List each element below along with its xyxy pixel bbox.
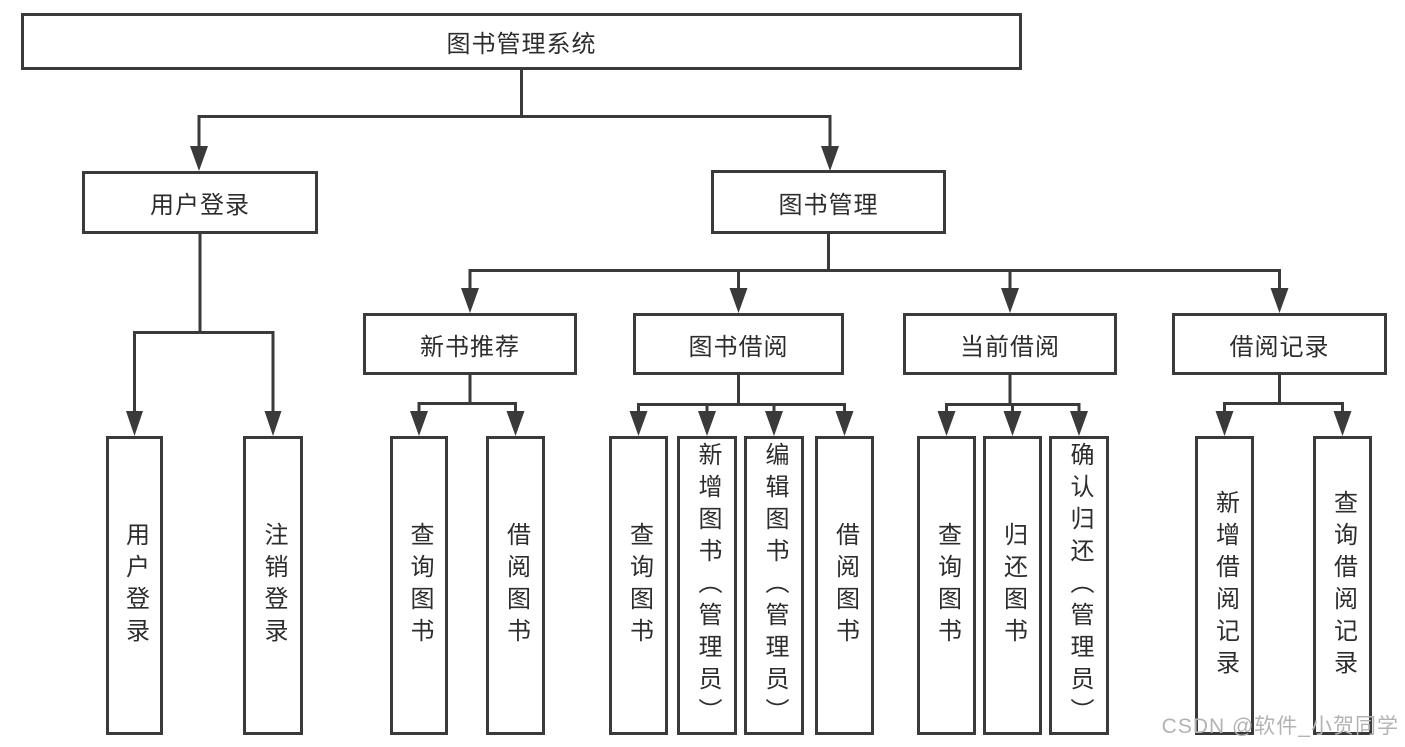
- connector-current-to-leaves: [945, 375, 1081, 412]
- leaf-user-login-label: 用户登录: [121, 521, 149, 650]
- arrowhead-down: [835, 411, 854, 436]
- connector-new-books-to-leaves: [417, 375, 517, 412]
- arrowhead-down: [264, 411, 282, 436]
- leaf-newbooks-query: 查询图书: [390, 436, 448, 735]
- leaf-logout-label: 注销登录: [260, 521, 287, 650]
- leaf-borrowing-edit-admin-label: 编辑图书（管理员）: [761, 441, 788, 730]
- leaf-borrowing-borrow-label: 借阅图书: [831, 521, 859, 650]
- leaf-borrowing-query-label: 查询图书: [625, 521, 653, 650]
- arrowhead-down: [1003, 411, 1022, 436]
- leaf-borrowing-query: 查询图书: [609, 436, 668, 735]
- node-user-login-branch-label: 用户登录: [150, 192, 250, 219]
- leaf-newbooks-query-label: 查询图书: [406, 521, 433, 650]
- leaf-current-query-label: 查询图书: [933, 521, 961, 650]
- connector-user-login-to-leaves: [133, 234, 275, 412]
- node-book-mgmt-branch-label: 图书管理: [778, 191, 879, 219]
- arrowhead-down: [1070, 411, 1088, 436]
- connector-book-mgmt-to-sections: [468, 234, 1281, 289]
- arrowhead-down: [126, 411, 143, 436]
- node-new-books-section-label: 新书推荐: [420, 333, 520, 361]
- leaf-current-return: 归还图书: [983, 436, 1042, 735]
- node-root-system-label: 图书管理系统: [446, 31, 597, 58]
- arrowhead-down: [937, 411, 956, 436]
- leaf-newbooks-borrow: 借阅图书: [486, 436, 545, 735]
- leaf-borrowing-borrow: 借阅图书: [815, 436, 874, 735]
- node-borrow-records-section-label: 借阅记录: [1229, 333, 1330, 361]
- leaf-borrowing-edit-admin: 编辑图书（管理员）: [744, 436, 804, 735]
- leaf-user-login: 用户登录: [106, 436, 163, 735]
- leaf-records-add: 新增借阅记录: [1195, 436, 1254, 735]
- arrowhead-down: [698, 411, 716, 436]
- leaf-newbooks-borrow-label: 借阅图书: [502, 521, 530, 650]
- node-current-borrow-section: 当前借阅: [903, 313, 1117, 375]
- leaf-records-query: 查询借阅记录: [1313, 436, 1372, 735]
- connector-root-to-branches: [197, 69, 832, 147]
- leaf-records-add-label: 新增借阅记录: [1211, 489, 1239, 682]
- arrowhead-down: [629, 411, 648, 436]
- arrowhead-down: [1215, 411, 1234, 436]
- node-book-mgmt-branch: 图书管理: [711, 170, 946, 234]
- node-borrowing-section: 图书借阅: [633, 313, 844, 375]
- connector-borrowing-to-leaves: [637, 375, 846, 412]
- leaf-current-return-label: 归还图书: [999, 521, 1027, 650]
- leaf-borrowing-add-admin-label: 新增图书（管理员）: [694, 441, 721, 730]
- leaf-records-query-label: 查询借阅记录: [1329, 489, 1357, 682]
- arrowhead-down: [506, 411, 525, 436]
- arrowhead-down: [1001, 288, 1019, 313]
- connector-records-to-leaves: [1223, 375, 1344, 412]
- leaf-current-confirm-return-admin: 确认归还（管理员）: [1049, 436, 1109, 735]
- arrowhead-down: [1333, 411, 1352, 436]
- arrowhead-down: [190, 146, 208, 171]
- arrowhead-down: [1270, 288, 1289, 313]
- node-current-borrow-section-label: 当前借阅: [960, 333, 1060, 361]
- leaf-logout: 注销登录: [243, 436, 303, 735]
- arrowhead-down: [729, 288, 748, 313]
- node-user-login-branch: 用户登录: [82, 171, 318, 234]
- leaf-current-confirm-return-admin-label: 确认归还（管理员）: [1066, 441, 1093, 730]
- leaf-borrowing-add-admin: 新增图书（管理员）: [677, 436, 737, 735]
- node-borrow-records-section: 借阅记录: [1172, 313, 1387, 375]
- node-root-system: 图书管理系统: [21, 13, 1022, 70]
- node-new-books-section: 新书推荐: [363, 313, 577, 375]
- arrowhead-down: [821, 146, 839, 171]
- leaf-current-query: 查询图书: [917, 436, 976, 735]
- arrowhead-down: [765, 411, 783, 436]
- node-borrowing-section-label: 图书借阅: [688, 333, 789, 361]
- arrowhead-down: [410, 411, 428, 436]
- arrowhead-down: [461, 288, 479, 313]
